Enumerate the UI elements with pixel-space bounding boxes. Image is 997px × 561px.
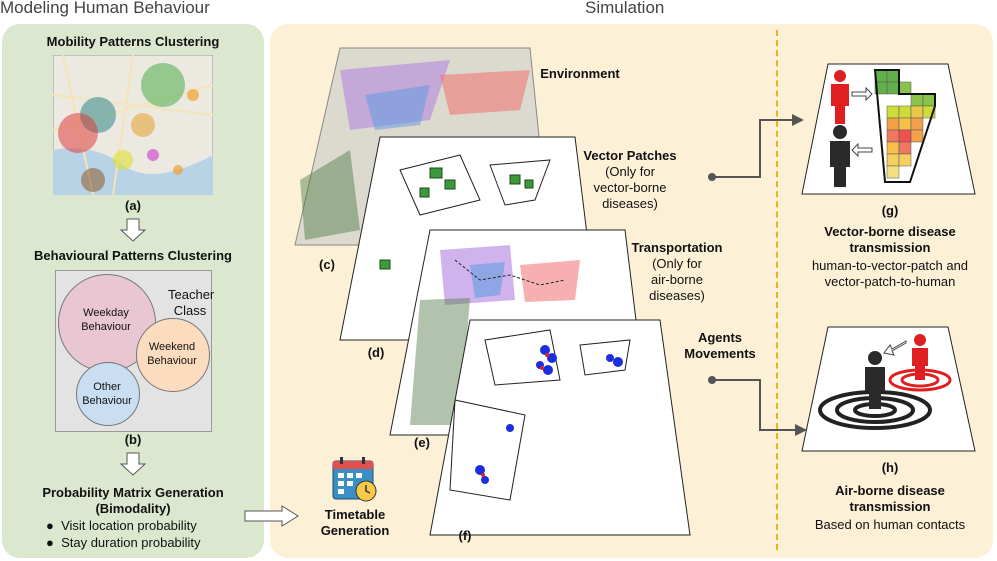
human-red-icon [831, 70, 849, 124]
label-b: (b) [124, 432, 142, 447]
agents-layer [429, 319, 691, 536]
mobility-title: Mobility Patterns Clustering [46, 34, 220, 49]
label-g: (g) [881, 203, 899, 218]
human-dark-icon [830, 125, 850, 187]
right-section-header: Simulation [585, 0, 665, 17]
weekend-circle [136, 318, 210, 392]
air-transmission-figure [801, 326, 976, 452]
down-arrow-icon [120, 218, 146, 242]
environment-label: Environment [540, 66, 620, 81]
label-f: (f) [458, 528, 472, 543]
air-transmission-desc: Based on human contacts [814, 517, 966, 532]
label-a: (a) [125, 198, 141, 213]
bullet-item: ● Stay duration probability [46, 535, 201, 550]
label-e: (e) [414, 435, 430, 450]
human-dark-icon [865, 351, 885, 409]
behavioural-title: Behavioural Patterns Clustering [34, 248, 232, 263]
down-arrow-icon [120, 452, 146, 476]
mobility-map [53, 55, 213, 195]
left-section-header: Modeling Human Behaviour [0, 0, 210, 17]
human-red-icon [912, 334, 928, 380]
right-arrow-icon [244, 505, 299, 527]
label-d: (d) [367, 345, 385, 360]
probability-title: Probability Matrix Generation(Bimodality… [42, 485, 224, 516]
calendar-icon [332, 457, 377, 502]
simulation-layers [294, 47, 691, 536]
vector-transmission-figure [801, 63, 976, 195]
bullet-item: ● Visit location probability [46, 518, 197, 533]
label-c: (c) [319, 257, 335, 272]
probability-bullets: ● Visit location probability ● Stay dura… [46, 517, 201, 551]
label-h: (h) [881, 460, 899, 475]
section-divider [776, 30, 778, 550]
other-circle [76, 362, 140, 426]
